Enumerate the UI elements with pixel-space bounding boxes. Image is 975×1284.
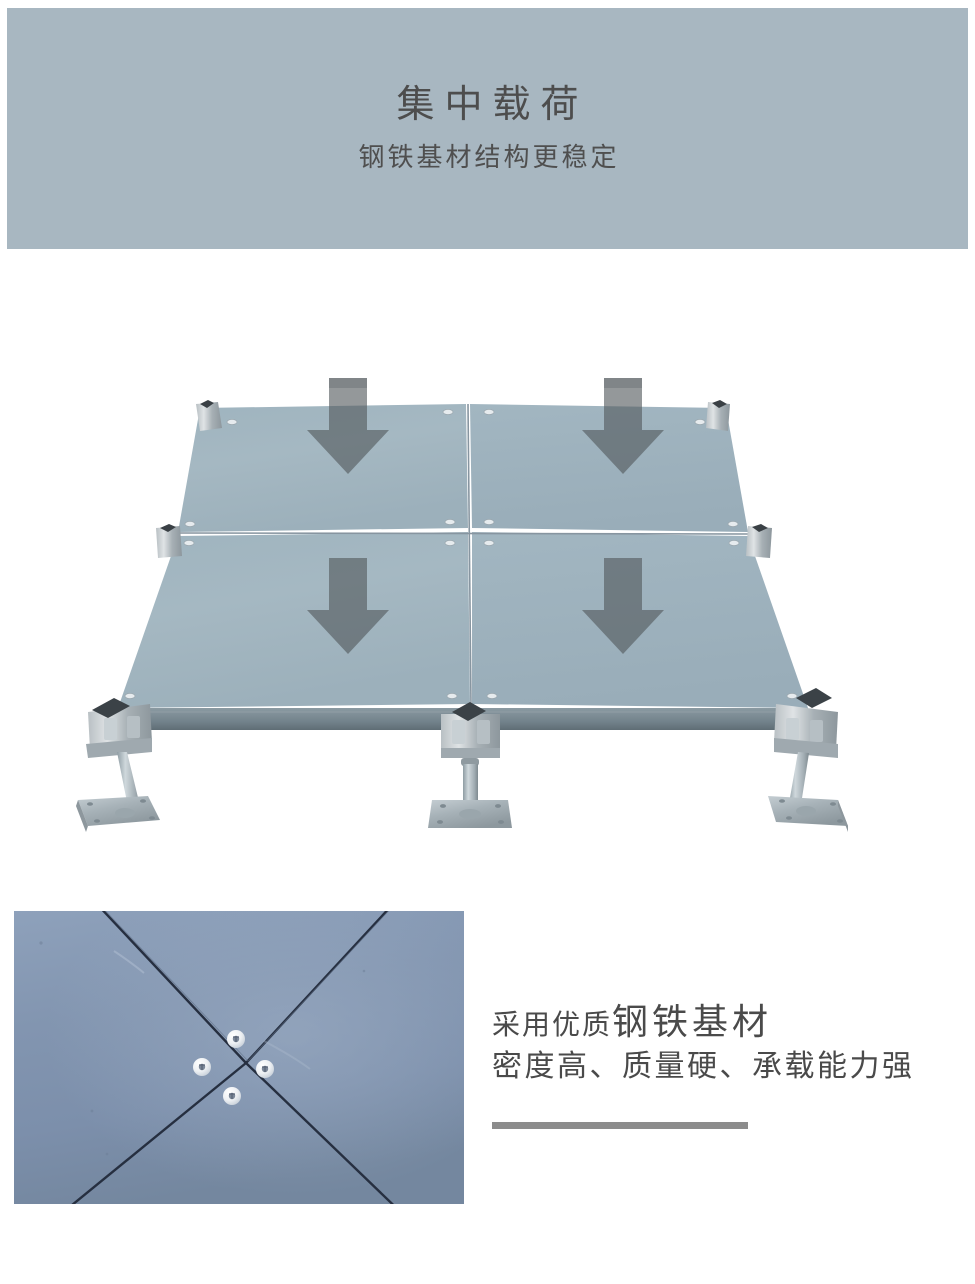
screw-right xyxy=(256,1060,274,1078)
screw-top xyxy=(227,1030,245,1048)
feature-subline: 密度高、质量硬、承载能力强 xyxy=(492,1050,915,1083)
page-subtitle: 钢铁基材结构更稳定 xyxy=(358,142,620,173)
feature-headline-prefix: 采用优质 xyxy=(492,1009,613,1040)
pedestal-head-mid-right xyxy=(746,524,772,558)
feature-text-block: 采用优质钢铁基材 密度高、质量硬、承载能力强 xyxy=(492,1004,962,1084)
detail-closeup-photo xyxy=(14,911,464,1204)
screw-bottom xyxy=(223,1087,241,1105)
floor-panel-top xyxy=(118,403,808,708)
load-arrow-bottom-left xyxy=(307,558,389,654)
panel-screw-closeup-group xyxy=(193,1030,274,1105)
panel-corner-closeup-illustration xyxy=(14,911,464,1204)
panel-screw-group xyxy=(124,409,798,699)
feature-headline-emphasis: 钢铁基材 xyxy=(612,1001,773,1042)
raised-floor-illustration xyxy=(76,378,848,832)
load-arrow-bottom-right xyxy=(582,558,664,654)
load-arrow-group-upper-behind xyxy=(329,378,642,388)
screw-left xyxy=(193,1058,211,1076)
pedestal-front-right xyxy=(768,688,848,832)
pedestal-head-back-left xyxy=(196,400,222,431)
pedestal-front-middle xyxy=(428,702,512,828)
hero-product-photo xyxy=(0,300,975,860)
load-arrow-top-right xyxy=(582,378,664,474)
pedestal-front-left xyxy=(76,698,160,832)
page-title: 集中载荷 xyxy=(396,83,589,126)
feature-divider-rule xyxy=(492,1122,748,1129)
load-arrow-top-left xyxy=(307,378,389,474)
pedestal-head-mid-left xyxy=(156,524,182,558)
pedestal-head-back-right xyxy=(706,400,730,431)
feature-headline: 采用优质钢铁基材 xyxy=(492,1004,962,1040)
header-banner: 集中载荷 钢铁基材结构更稳定 xyxy=(7,8,968,249)
